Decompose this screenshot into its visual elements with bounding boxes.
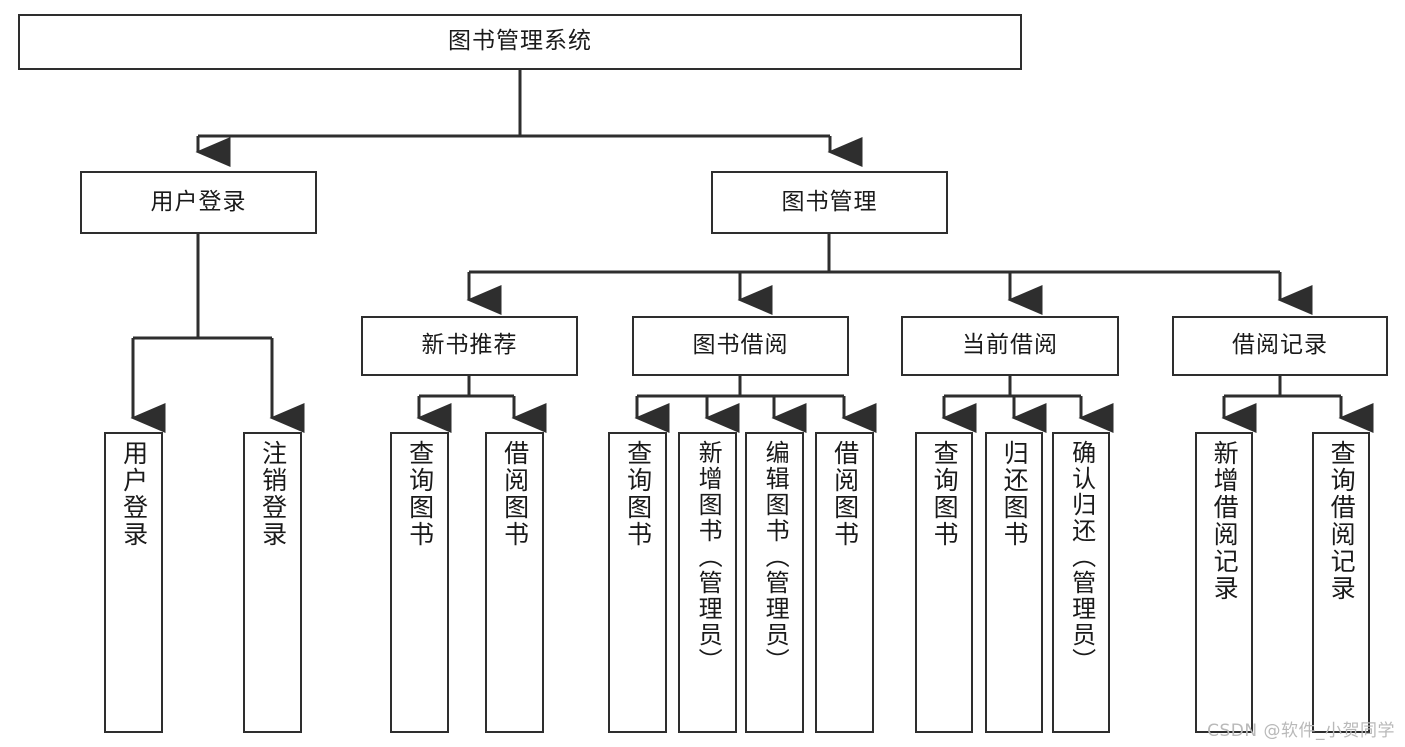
leaf-return-book[interactable]: 归还图书 <box>985 432 1043 733</box>
node-label: 新增借阅记录 <box>1210 440 1240 602</box>
edges-new-book-recommend <box>416 376 547 433</box>
node-label: 编辑图书（管理员） <box>761 440 790 674</box>
node-label: 借阅图书 <box>830 440 860 548</box>
node-label: 查询图书 <box>623 440 653 548</box>
leaf-query-book-recommend[interactable]: 查询图书 <box>390 432 449 733</box>
edges-current-borrow <box>941 376 1114 433</box>
leaf-user-login[interactable]: 用户登录 <box>104 432 163 733</box>
edges-book-borrow <box>634 376 877 433</box>
node-label: 用户登录 <box>150 188 247 215</box>
node-book-borrow[interactable]: 图书借阅 <box>632 316 849 376</box>
leaf-query-book-borrow[interactable]: 查询图书 <box>608 432 667 733</box>
leaf-borrow-book[interactable]: 借阅图书 <box>815 432 874 733</box>
edges-borrow-record <box>1221 376 1374 433</box>
node-label: 新书推荐 <box>421 332 518 359</box>
node-label: 图书管理系统 <box>448 28 592 55</box>
node-label: 确认归还（管理员） <box>1067 440 1096 674</box>
node-label: 查询图书 <box>930 440 960 548</box>
watermark: CSDN @软件_小贺同学 <box>1207 721 1395 741</box>
node-book-manage[interactable]: 图书管理 <box>711 171 948 234</box>
node-borrow-record[interactable]: 借阅记录 <box>1172 316 1388 376</box>
node-label: 当前借阅 <box>962 332 1058 359</box>
leaf-add-book[interactable]: 新增图书（管理员） <box>678 432 737 733</box>
leaf-query-book-current[interactable]: 查询图书 <box>915 432 973 733</box>
node-current-borrow[interactable]: 当前借阅 <box>901 316 1119 376</box>
edges-user-login <box>130 234 305 433</box>
node-label: 用户登录 <box>119 440 149 548</box>
leaf-confirm-return[interactable]: 确认归还（管理员） <box>1052 432 1110 733</box>
leaf-borrow-book-recommend[interactable]: 借阅图书 <box>485 432 544 733</box>
edges-root <box>195 70 863 167</box>
node-label: 查询借阅记录 <box>1327 440 1357 602</box>
node-label: 借阅图书 <box>500 440 530 548</box>
node-user-login[interactable]: 用户登录 <box>80 171 317 234</box>
node-label: 新增图书（管理员） <box>694 440 723 674</box>
leaf-edit-book[interactable]: 编辑图书（管理员） <box>745 432 804 733</box>
node-label: 注销登录 <box>258 440 288 548</box>
node-label: 查询图书 <box>405 440 435 548</box>
node-label: 归还图书 <box>1000 440 1030 548</box>
leaf-query-borrow-record[interactable]: 查询借阅记录 <box>1312 432 1370 733</box>
leaf-add-borrow-record[interactable]: 新增借阅记录 <box>1195 432 1253 733</box>
node-label: 图书管理 <box>781 188 878 215</box>
node-label: 借阅记录 <box>1232 332 1328 359</box>
node-root-system[interactable]: 图书管理系统 <box>18 14 1022 70</box>
node-label: 图书借阅 <box>692 332 789 359</box>
node-new-book-recommend[interactable]: 新书推荐 <box>361 316 578 376</box>
edges-book-manage <box>466 234 1313 315</box>
leaf-logout-login[interactable]: 注销登录 <box>243 432 302 733</box>
